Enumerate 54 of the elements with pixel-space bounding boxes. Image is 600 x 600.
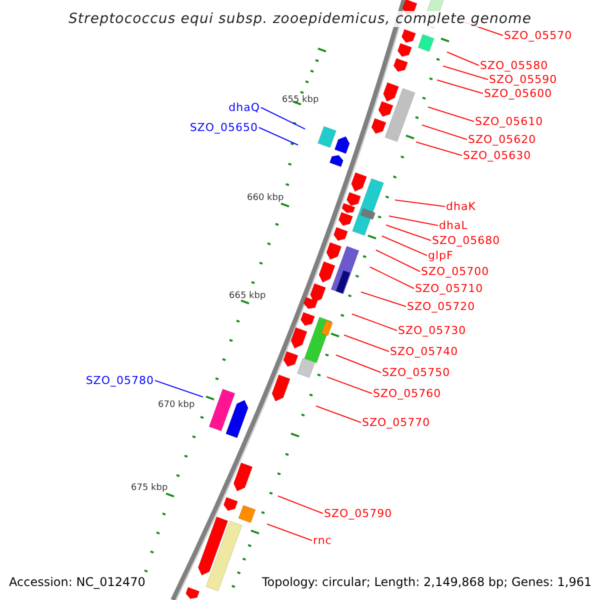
leader-line: [154, 380, 204, 398]
gene-label: SZO_05730: [398, 325, 466, 336]
leader-line: [422, 124, 468, 140]
tick-label: 655 kbp: [282, 96, 319, 105]
gene-label: SZO_05760: [373, 388, 442, 399]
leader-line: [428, 106, 474, 122]
genome-info-text: Topology: circular; Length: 2,149,868 bp; Genes: 1,961: [262, 576, 592, 588]
gene-label: SZO_05770: [362, 417, 430, 428]
gene-label: SZO_05630: [463, 150, 532, 161]
accession-text: Accession: NC_012470: [9, 576, 146, 588]
leader-line: [326, 376, 372, 394]
gene-label: dhaL: [439, 220, 468, 231]
leader-line: [316, 406, 362, 423]
leader-line: [394, 200, 446, 207]
gene-label: SZO_05570: [504, 30, 572, 41]
gene-label: SZO_05750: [382, 367, 450, 378]
gene-label: SZO_05610: [475, 116, 544, 127]
gene-label: dhaQ: [228, 102, 260, 113]
gene-label: SZO_05700: [421, 266, 490, 277]
leader-line: [278, 496, 324, 514]
gene-label: glpF: [428, 250, 454, 261]
leader-line: [416, 142, 462, 156]
tick-label: 660 kbp: [247, 194, 284, 203]
leader-line: [260, 107, 306, 130]
gene-label: dhaK: [446, 201, 476, 212]
gene-label: SZO_05580: [480, 60, 548, 71]
gene-label: SZO_05720: [407, 301, 476, 312]
leader-line: [344, 334, 390, 352]
leader-line: [386, 224, 432, 241]
leader-line: [370, 266, 414, 289]
leader-line: [388, 216, 438, 226]
leader-line: [446, 52, 480, 66]
gene-label: SZO_05790: [324, 508, 392, 519]
leader-line: [360, 292, 406, 307]
gene-label: SZO_05740: [390, 346, 458, 357]
gene-label: SZO_05600: [484, 88, 552, 99]
gene-label: rnc: [313, 535, 332, 546]
gene-label: SZO_05650: [190, 122, 258, 133]
gene-label: SZO_05780: [86, 375, 154, 386]
gene-label: SZO_05620: [468, 134, 536, 145]
leader-line: [376, 250, 420, 272]
leader-line: [266, 524, 312, 541]
leader-line: [382, 236, 428, 256]
tick-label: 670 kbp: [158, 401, 195, 410]
gene-label: SZO_05710: [415, 283, 484, 294]
leader-line: [436, 80, 484, 94]
leader-line: [258, 127, 298, 146]
leader-line: [336, 354, 382, 373]
tick-label: 675 kbp: [131, 484, 168, 493]
gene-label: SZO_05680: [432, 235, 500, 246]
gene-label: SZO_05590: [489, 74, 558, 85]
tick-label: 665 kbp: [229, 292, 266, 301]
leader-line: [442, 66, 488, 80]
leader-line: [352, 314, 398, 331]
